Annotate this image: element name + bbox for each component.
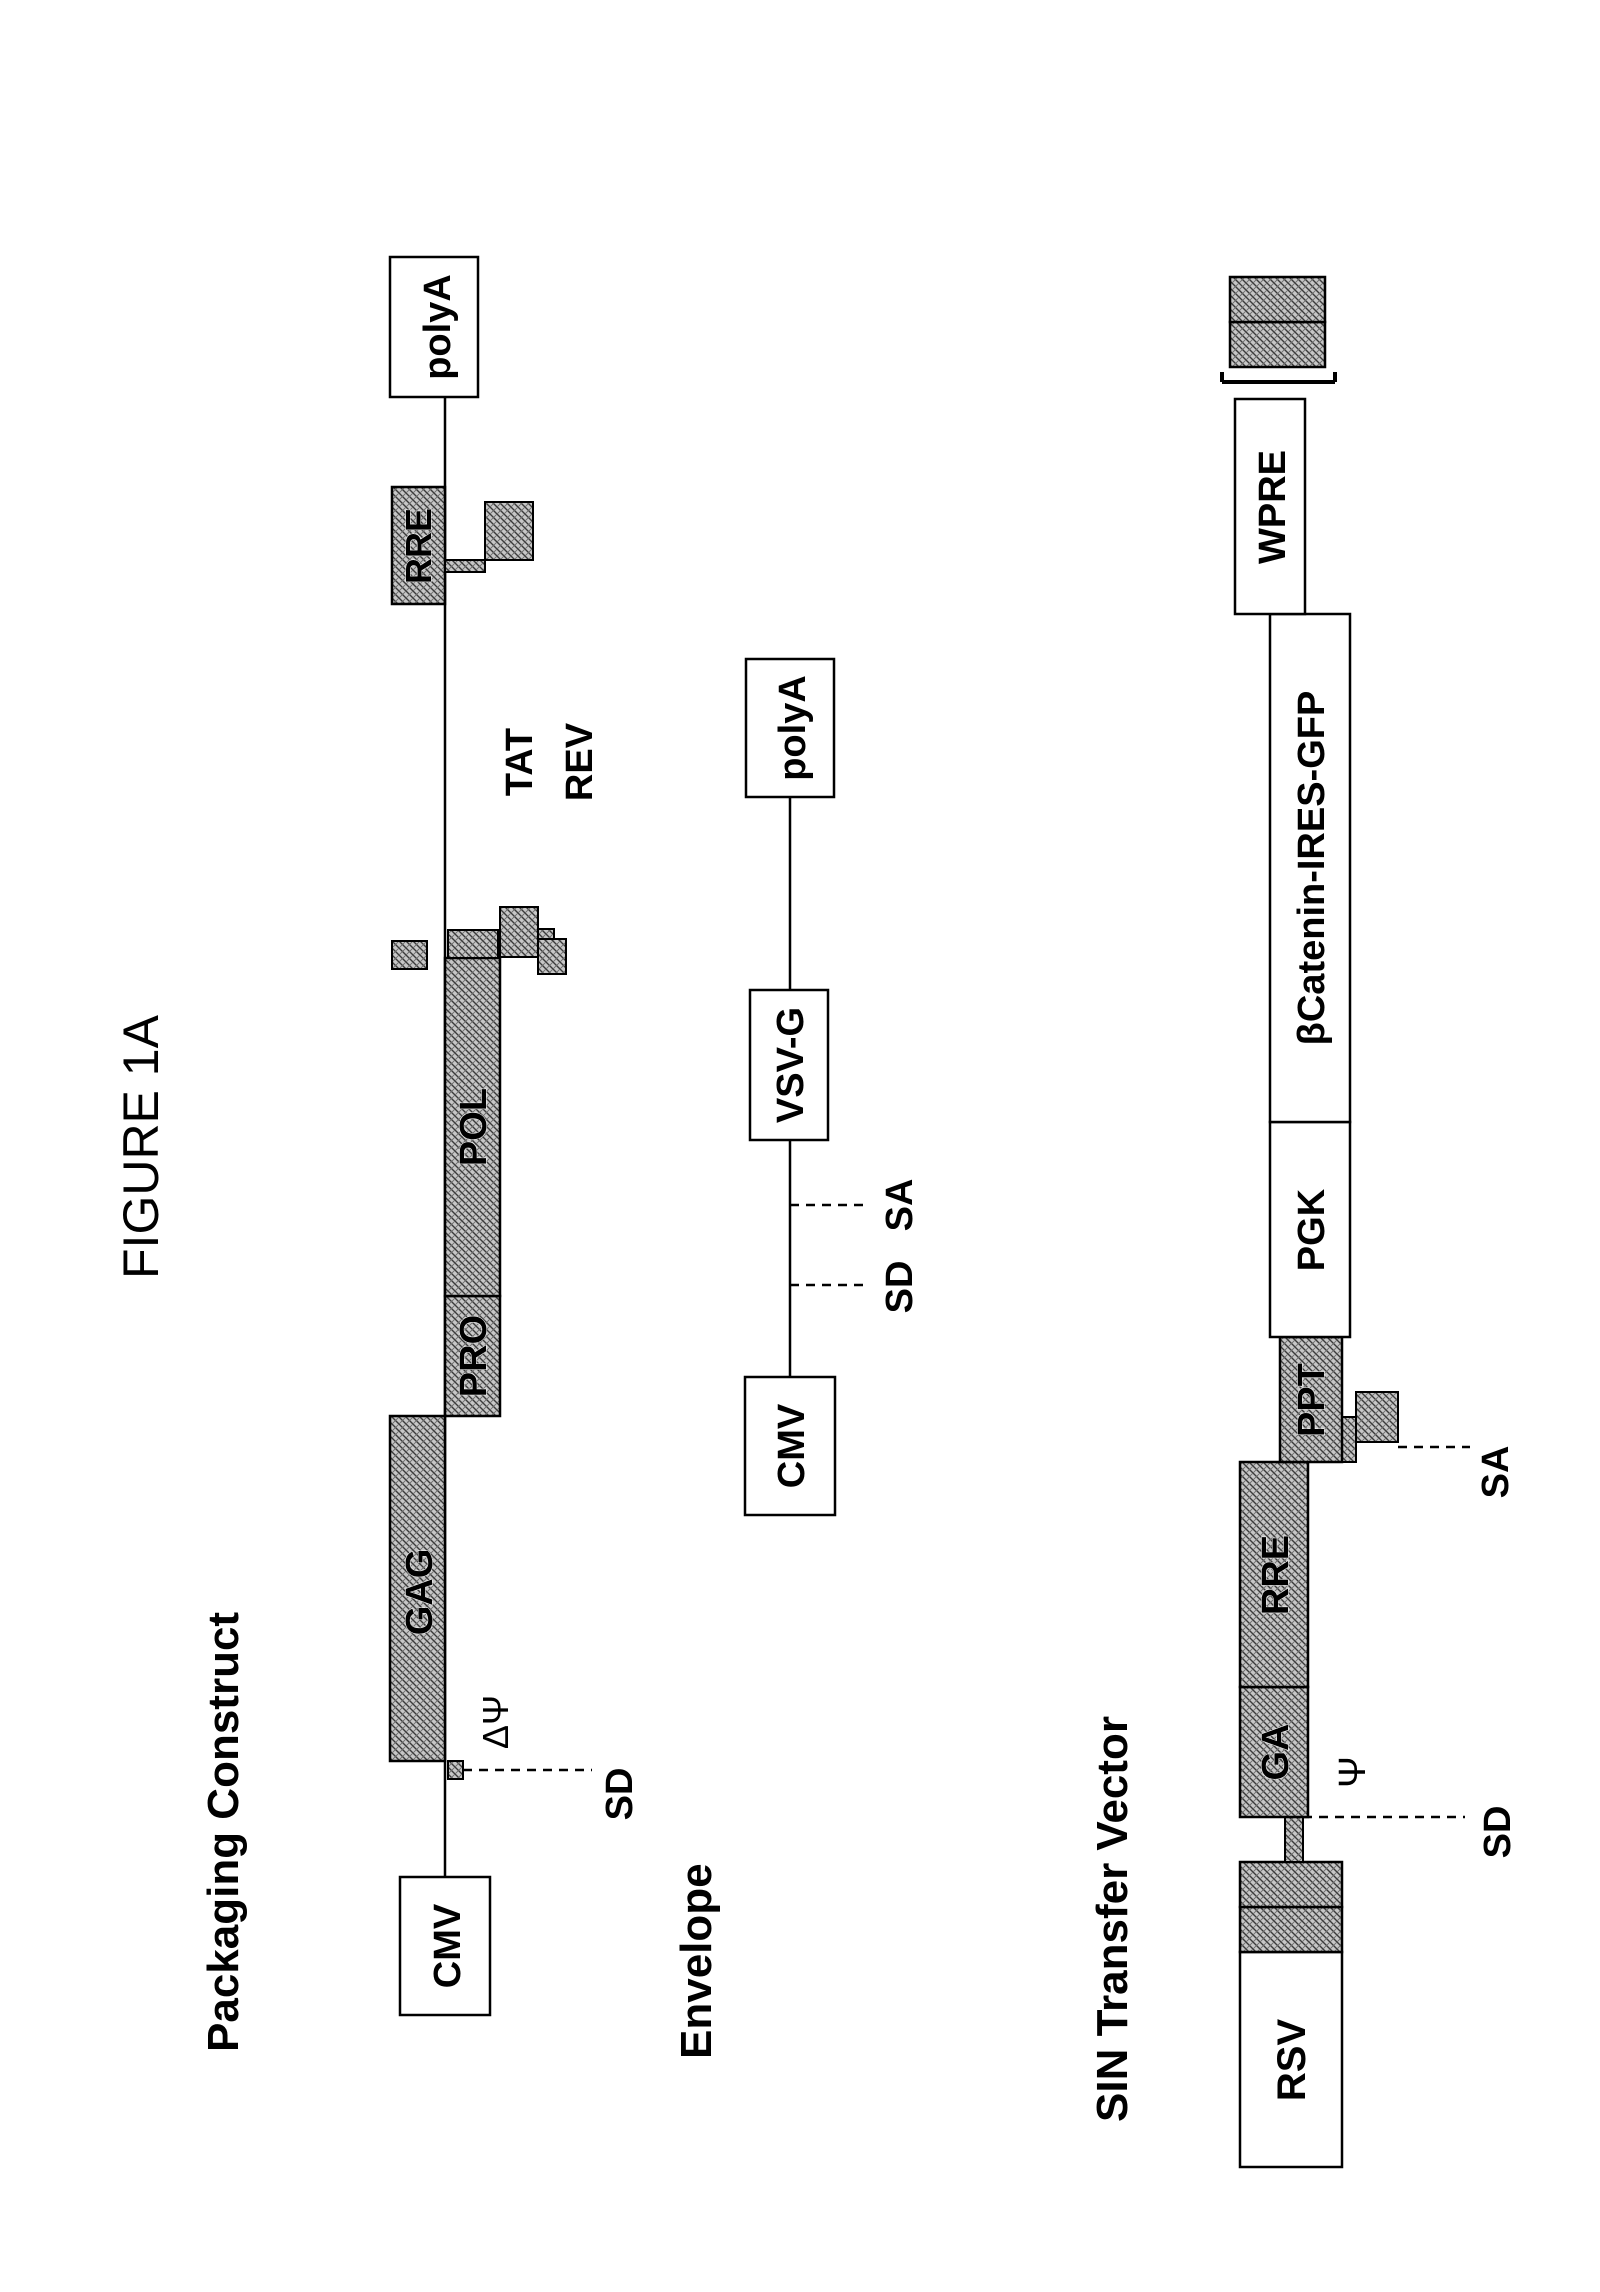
transfer-transgene-label: βCatenin-IRES-GFP: [1291, 691, 1333, 1046]
transfer-sa-block: [1356, 1392, 1398, 1442]
packaging-rev-exon2-stem: [445, 560, 485, 572]
transfer-psi-region: [1285, 1817, 1303, 1862]
packaging-rev-exon1: [538, 939, 566, 974]
transfer-ltr5-r: [1240, 1907, 1342, 1952]
transfer-sa-label: SA: [1475, 1446, 1517, 1499]
envelope-construct: Envelope CMV SD SA VSV-G polyA: [672, 659, 921, 2059]
packaging-pol-tail: [448, 930, 498, 958]
packaging-construct: Packaging Construct CMV SD ΔΨ GAG PRO PO…: [199, 257, 641, 2052]
packaging-vif-block: [392, 941, 427, 969]
packaging-polya-label: polyA: [417, 274, 459, 380]
transfer-ltr5-u5: [1240, 1862, 1342, 1907]
transfer-ltr3-upper: [1230, 322, 1325, 367]
transfer-ga-label: GA: [1255, 1724, 1297, 1781]
figure-title: FIGURE 1A: [113, 1014, 169, 1279]
packaging-pro-label: PRO: [453, 1315, 495, 1397]
packaging-pol-label: POL: [453, 1088, 495, 1166]
transfer-ltr3-lower: [1230, 277, 1325, 322]
packaging-delta-psi: ΔΨ: [475, 1695, 516, 1749]
transfer-ppt-label: PPT: [1291, 1363, 1333, 1437]
envelope-sd-label: SD: [879, 1261, 921, 1314]
transfer-rsv-label: RSV: [1270, 2019, 1314, 2102]
transfer-rre-label: RRE: [1255, 1535, 1297, 1615]
transfer-title: SIN Transfer Vector: [1088, 1716, 1137, 2122]
packaging-rev-label: REV: [559, 722, 601, 801]
envelope-polya-label: polyA: [772, 675, 814, 781]
envelope-title: Envelope: [672, 1863, 721, 2059]
packaging-cmv-label: CMV: [427, 1903, 469, 1988]
packaging-rev-step: [538, 929, 554, 939]
transfer-sd-label: SD: [1477, 1806, 1519, 1859]
packaging-tat-exon2: [485, 502, 533, 560]
packaging-tat-label: TAT: [499, 728, 541, 796]
transfer-vector: SIN Transfer Vector RSV SD Ψ GA RRE SA: [1088, 277, 1519, 2167]
transfer-ltr3-bracket: [1222, 372, 1335, 382]
packaging-rre-label: RRE: [398, 508, 439, 584]
envelope-sa-label: SA: [879, 1179, 921, 1232]
packaging-sd-label: SD: [599, 1768, 641, 1821]
transfer-wpre-label: WPRE: [1252, 450, 1294, 564]
envelope-vsvg-label: VSV-G: [770, 1007, 812, 1123]
transfer-psi-label: Ψ: [1332, 1756, 1374, 1788]
packaging-tat-exon1: [500, 907, 538, 957]
packaging-title: Packaging Construct: [199, 1612, 248, 2052]
packaging-gag-label: GAG: [399, 1549, 441, 1636]
envelope-cmv-label: CMV: [771, 1403, 813, 1488]
packaging-sd-site: [448, 1761, 463, 1779]
transfer-pgk-label: PGK: [1291, 1188, 1333, 1271]
